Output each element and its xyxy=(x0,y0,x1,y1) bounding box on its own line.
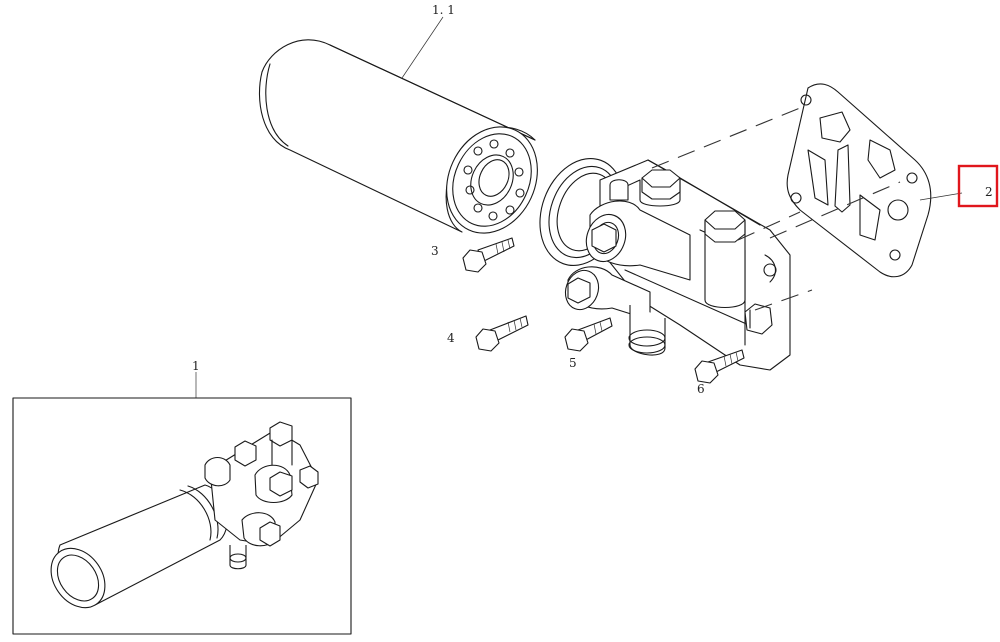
assembly-inset[interactable] xyxy=(12,397,352,635)
callout-highlight-box xyxy=(957,164,999,208)
callout-bolt-6: 6 xyxy=(697,382,705,396)
callout-filter-cartridge: 1. 1 xyxy=(432,3,455,17)
bolt-3[interactable] xyxy=(462,237,515,273)
callout-bolt-3: 3 xyxy=(431,244,439,258)
filter-cartridge[interactable] xyxy=(258,39,554,248)
leader-lines xyxy=(195,16,963,398)
bolt-5[interactable] xyxy=(564,317,613,352)
filter-head[interactable] xyxy=(526,147,791,371)
callout-bolt-5: 5 xyxy=(569,356,577,370)
bolt-4[interactable] xyxy=(475,315,529,352)
alignment-lines xyxy=(651,107,901,311)
callout-bolt-4: 4 xyxy=(447,331,455,345)
callout-gasket: 2 xyxy=(985,185,993,199)
gasket[interactable] xyxy=(786,83,932,278)
callout-assembly: 1 xyxy=(192,359,200,373)
bolt-6[interactable] xyxy=(694,349,745,384)
